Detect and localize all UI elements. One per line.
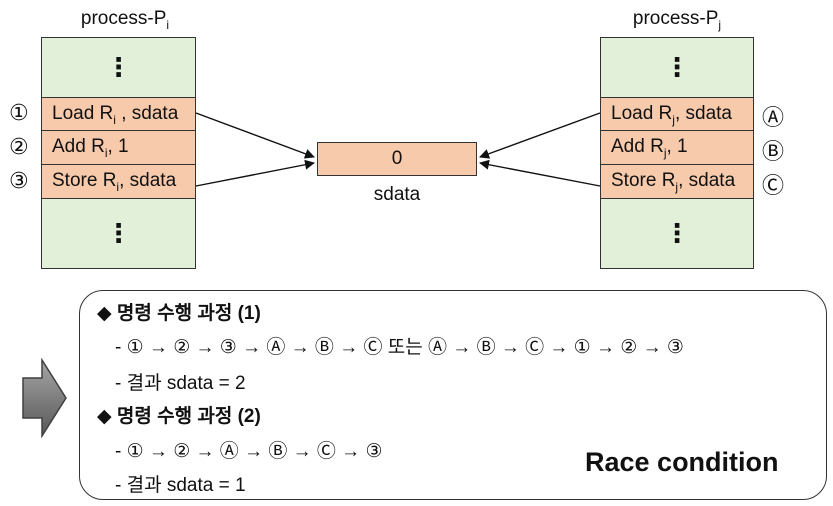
instr-text: Load R (52, 103, 114, 124)
instr-text: , 1 (107, 136, 129, 157)
section-2-sequence: - ① → ② → Ⓐ → Ⓑ → Ⓒ → ③ (115, 441, 383, 462)
process-j-box: ⋮ Load Rj, sdata Add Rj, 1 Store Rj, sda… (600, 37, 754, 269)
process-i-title: process-Pi (25, 8, 225, 32)
process-i-instr-1: Load Ri , sdata (42, 97, 195, 131)
process-i-dots-bottom: ⋮ (105, 218, 132, 248)
race-condition-label: Race condition (585, 447, 779, 477)
instr-text: , sdata (674, 103, 732, 124)
shared-variable-box: 0 (317, 142, 477, 176)
instr-text: Store R (52, 170, 117, 191)
section-2-result: - 결과 sdata = 1 (115, 475, 246, 496)
section-2-title: ◆ 명령 수행 과정 (2) (97, 406, 261, 427)
step-marker-a: Ⓐ (762, 105, 785, 130)
process-j-instr-b: Add Rj, 1 (601, 131, 753, 165)
step-marker-c: Ⓒ (762, 173, 785, 198)
process-j-dots-bottom: ⋮ (664, 218, 690, 248)
process-j-title-sub: j (718, 17, 722, 32)
process-j-instr-a: Load Rj, sdata (601, 97, 753, 131)
instr-text: , 1 (666, 136, 688, 157)
section-1-sequence: - ① → ② → ③ → Ⓐ → Ⓑ → Ⓒ 또는 Ⓐ → Ⓑ → Ⓒ → ①… (115, 337, 684, 358)
step-marker-2: ② (9, 134, 29, 159)
arrow-store-j (479, 159, 601, 187)
section-1-result: - 결과 sdata = 2 (115, 373, 246, 394)
instr-sub: j (663, 145, 667, 160)
process-i-instr-3: Store Ri, sdata (42, 165, 195, 199)
instr-text: Add R (52, 136, 105, 157)
process-i-title-sub: i (166, 17, 170, 32)
section-1-title: ◆ 명령 수행 과정 (1) (97, 303, 261, 324)
instr-sub: i (113, 112, 116, 127)
step-marker-3: ③ (9, 168, 29, 193)
arrow-load-j (479, 112, 601, 159)
process-j-title: process-Pj (577, 8, 777, 32)
instr-text: Store R (611, 170, 676, 191)
arrow-store-i (195, 159, 315, 187)
instr-sub: i (116, 179, 120, 194)
explanation-panel (79, 290, 827, 500)
instr-text: , sdata (119, 170, 177, 191)
step-marker-b: Ⓑ (762, 139, 785, 164)
right-arrow-icon (22, 358, 67, 438)
process-i-instr-2: Add Ri, 1 (42, 131, 195, 165)
instr-sub: j (672, 112, 675, 127)
process-j-title-text: process-P (632, 8, 719, 29)
instr-text: , sdata (115, 103, 179, 124)
process-i-dots-top: ⋮ (105, 52, 132, 82)
instr-text: , sdata (678, 170, 736, 191)
process-j-instr-c: Store Rj, sdata (601, 165, 753, 199)
shared-variable-label: sdata (373, 184, 421, 205)
instr-text: Add R (611, 136, 664, 157)
step-marker-1: ① (9, 100, 29, 125)
arrow-load-i (195, 112, 315, 159)
process-j-dots-top: ⋮ (664, 52, 690, 82)
process-i-title-text: process-P (80, 8, 167, 29)
process-i-box: ⋮ Load Ri , sdata Add Ri, 1 Store Ri, sd… (41, 37, 196, 269)
instr-text: Load R (611, 103, 673, 124)
instr-sub: j (675, 179, 679, 194)
instr-sub: i (104, 145, 108, 160)
